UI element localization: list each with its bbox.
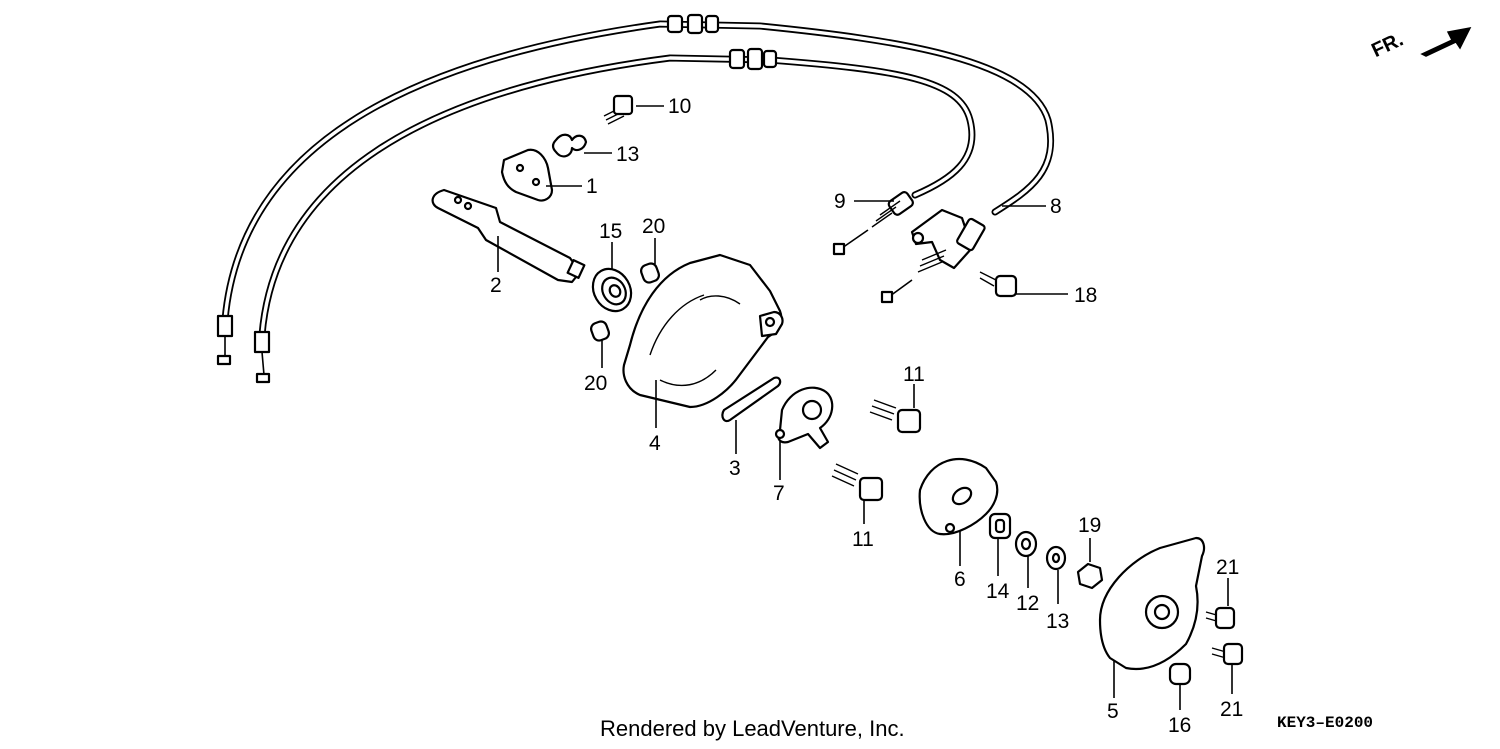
screw-11-lower[interactable] [831, 463, 884, 502]
callout-7[interactable]: 7 [773, 482, 785, 505]
washer-13[interactable] [1045, 545, 1067, 571]
callout-2[interactable]: 2 [490, 274, 502, 297]
callout-17[interactable]: 16 [1168, 714, 1191, 737]
plate-7[interactable] [774, 386, 834, 450]
collar-15[interactable] [988, 512, 1012, 540]
shaft-2[interactable] [431, 188, 586, 284]
cover-5[interactable] [1098, 536, 1206, 670]
callout-12[interactable]: 12 [1016, 592, 1039, 615]
callout-8[interactable]: 8 [1050, 195, 1062, 218]
plug-17[interactable] [1168, 662, 1192, 686]
callout-21-lower[interactable]: 21 [1220, 698, 1243, 721]
leader-lines [497, 105, 1233, 710]
housing-4[interactable] [622, 253, 784, 409]
clip-14[interactable] [551, 133, 588, 158]
plate-1[interactable] [500, 148, 554, 202]
callout-3[interactable]: 3 [729, 457, 741, 480]
render-credit: Rendered by LeadVenture, Inc. [600, 716, 905, 741]
bolt-18[interactable] [979, 271, 1018, 298]
callout-15[interactable]: 14 [986, 580, 1010, 603]
callout-4[interactable]: 4 [649, 432, 661, 455]
washer-12[interactable] [1014, 530, 1038, 558]
callout-20-upper[interactable]: 20 [642, 215, 665, 238]
callout-20-lower[interactable]: 20 [584, 372, 607, 395]
spring-3[interactable] [721, 376, 782, 423]
front-direction-marker: FR. [1368, 10, 1478, 80]
nut-19[interactable] [1076, 562, 1104, 590]
cable-end-9[interactable] [832, 191, 914, 256]
callout-labels: 10 13 1 2 15 20 20 4 3 7 11 11 6 14 12 1… [490, 95, 1243, 737]
dowel-20-upper[interactable] [639, 262, 661, 284]
callout-16[interactable]: 15 [599, 220, 622, 243]
bolt-10[interactable] [603, 94, 634, 125]
callout-5[interactable]: 5 [1107, 700, 1119, 723]
front-arrow-icon [1420, 26, 1472, 57]
screw-11-upper[interactable] [869, 399, 922, 434]
bearing-16[interactable] [585, 262, 638, 318]
diagram-code: KEY3–E0200 [1277, 714, 1374, 732]
cable-lower[interactable] [253, 47, 976, 384]
bolt-21-upper[interactable] [1205, 606, 1236, 630]
callout-18[interactable]: 18 [1074, 284, 1097, 307]
callout-13[interactable]: 13 [1046, 610, 1069, 633]
cam-6[interactable] [918, 458, 999, 536]
callout-14[interactable]: 13 [616, 143, 639, 166]
cable-end-8[interactable] [880, 208, 986, 304]
callout-11-lower[interactable]: 11 [852, 528, 874, 551]
callout-19[interactable]: 19 [1078, 514, 1101, 537]
callout-6[interactable]: 6 [954, 568, 966, 591]
bolt-21-lower[interactable] [1211, 642, 1244, 666]
callout-9[interactable]: 9 [834, 190, 846, 213]
callout-10[interactable]: 10 [668, 95, 691, 118]
callout-1[interactable]: 1 [586, 175, 598, 198]
callout-11-upper[interactable]: 11 [903, 363, 925, 386]
dowel-20-lower[interactable] [589, 320, 611, 342]
callout-21-upper[interactable]: 21 [1216, 556, 1239, 579]
cable-upper[interactable] [216, 13, 1055, 366]
